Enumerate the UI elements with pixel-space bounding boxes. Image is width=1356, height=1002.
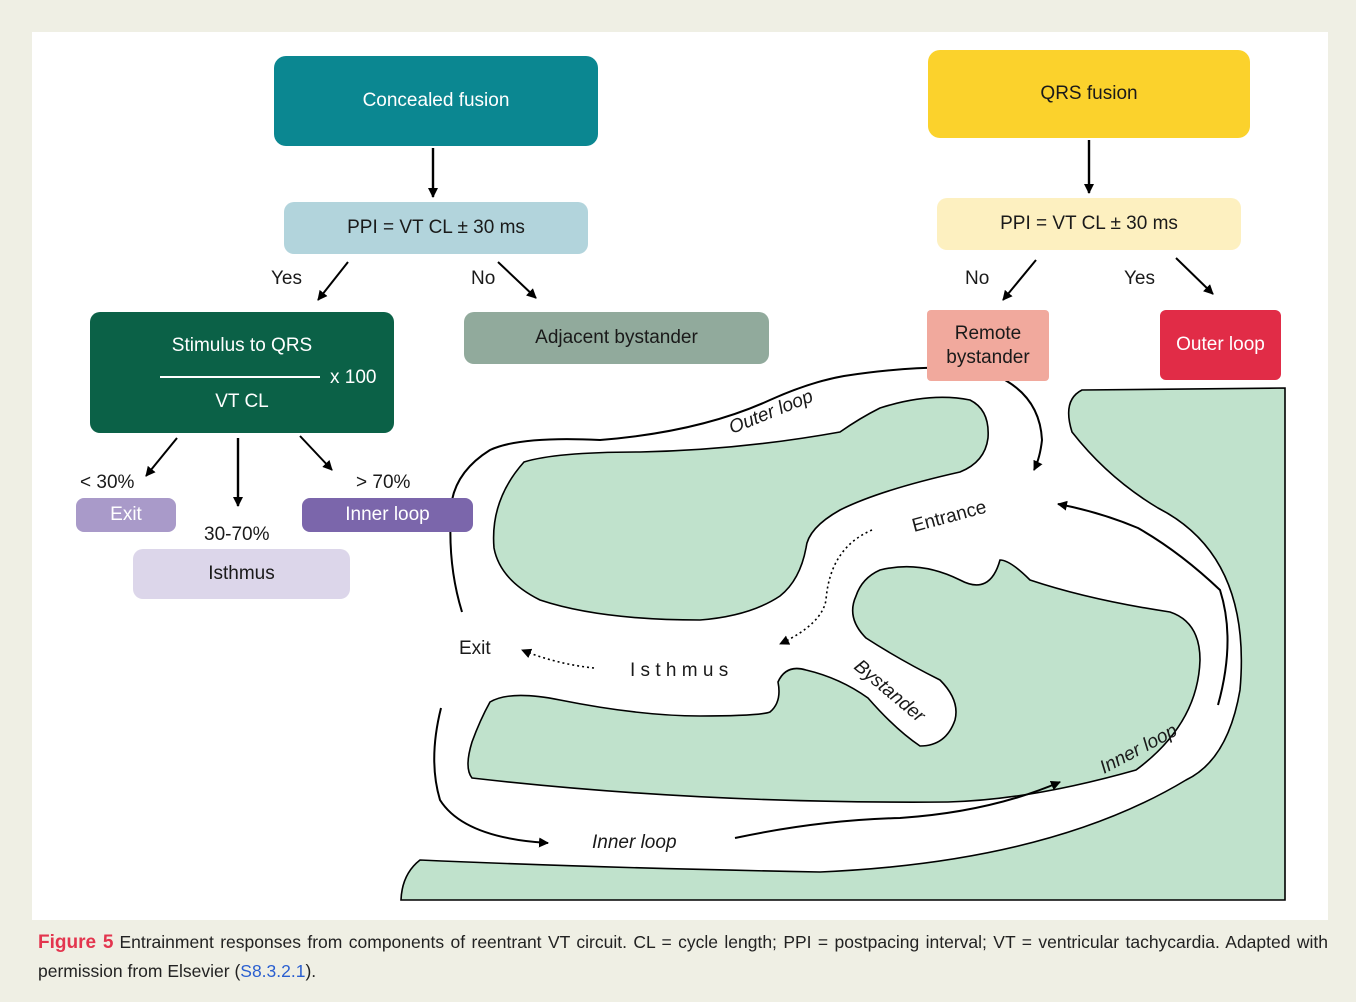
inner-loop-box: Inner loop (302, 498, 473, 532)
inner-loop-right-arrow (1057, 500, 1229, 706)
no-left-label: No (471, 268, 496, 289)
mid-range-label: 30-70% (204, 524, 270, 545)
arrow-ppi-right-yes (1175, 257, 1214, 295)
circuit-label-inner-loop-bottom: Inner loop (592, 832, 677, 853)
caption-text: Entrainment responses from components of… (38, 932, 1328, 981)
arrow-ppi-yes (317, 261, 349, 301)
isthmus-box: Isthmus (133, 549, 350, 599)
concealed-fusion-box: Concealed fusion (274, 56, 598, 146)
no-right-label: No (965, 268, 990, 289)
adjacent-bystander-box: Adjacent bystander (464, 312, 769, 364)
inner-loop-left-arrow (433, 707, 549, 848)
stimulus-ratio-box: Stimulus to QRS x 100 VT CL (90, 312, 394, 433)
stimulus-multiplier: x 100 (330, 367, 377, 388)
tissue-upper-island (492, 396, 989, 621)
yes-left-label: Yes (271, 268, 302, 289)
circuit-label-entrance: Entrance (910, 497, 989, 537)
arrow-ppi-no (497, 261, 537, 299)
arrow-to-exit (145, 437, 178, 477)
isthmus-to-exit-arrow (521, 648, 595, 669)
reference-link[interactable]: S8.3.2.1 (240, 961, 306, 981)
inner-loop-bottom-arrow (734, 780, 1061, 839)
arrow-to-inner-loop (299, 435, 333, 471)
tissue-right-wall (400, 387, 1286, 901)
remote-bystander-arrow (1004, 379, 1044, 471)
exit-box: Exit (76, 498, 176, 532)
stimulus-numerator: Stimulus to QRS (171, 335, 313, 356)
outer-loop-box: Outer loop (1160, 310, 1281, 380)
ppi-right-box: PPI = VT CL ± 30 ms (937, 198, 1241, 250)
stimulus-denominator: VT CL (215, 391, 269, 412)
tissue-lower-island (467, 559, 1201, 803)
remote-bystander-box: Remote bystander (927, 310, 1049, 381)
arrow-ppi-right-no (1002, 259, 1037, 301)
circuit-label-exit: Exit (459, 638, 491, 659)
caption-end: ). (305, 961, 317, 981)
figure-label: Figure 5 (38, 932, 114, 953)
circuit-label-isthmus: I s t h m u s (630, 660, 728, 681)
qrs-fusion-box: QRS fusion (928, 50, 1250, 138)
gt70-label: > 70% (356, 472, 411, 493)
lt30-label: < 30% (80, 472, 135, 493)
ppi-left-box: PPI = VT CL ± 30 ms (284, 202, 588, 254)
yes-right-label: Yes (1124, 268, 1155, 289)
fraction-bar (160, 376, 320, 378)
